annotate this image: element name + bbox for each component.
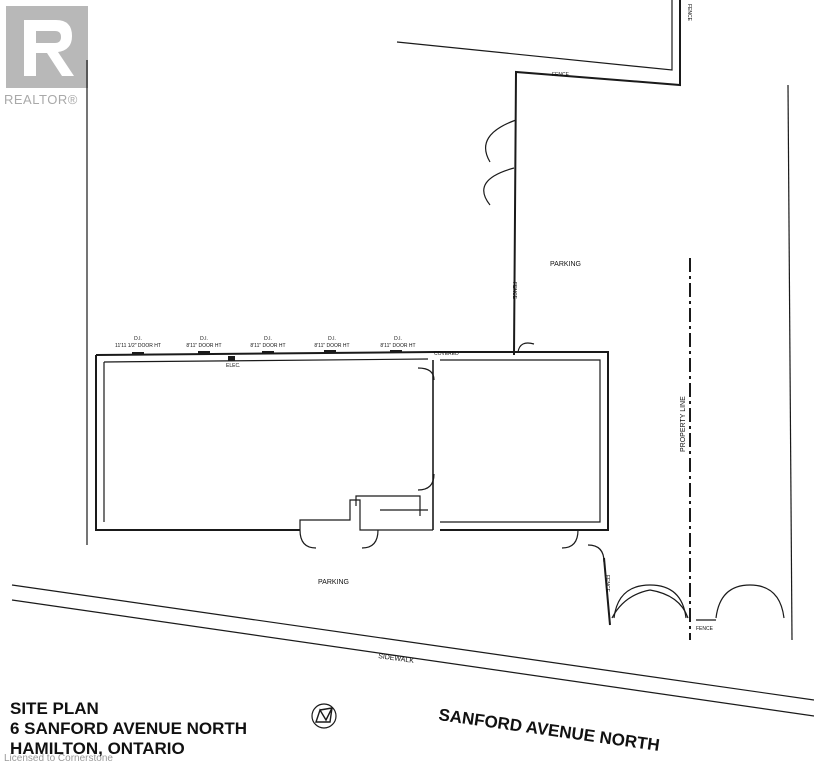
gate-arc xyxy=(611,589,651,619)
door-5-code: D.I. xyxy=(394,336,402,342)
linework xyxy=(11,0,814,729)
building-east-section xyxy=(435,351,609,531)
door-1-height: 11'11 1/2" DOOR HT xyxy=(115,343,161,349)
front-vestibule xyxy=(355,495,421,516)
sidewalk-label: SIDEWALK xyxy=(378,653,415,665)
realtor-brand-text: REALTOR® xyxy=(4,92,78,107)
parking-front-label: PARKING xyxy=(318,579,349,586)
door-swing xyxy=(561,529,579,549)
realtor-r-icon xyxy=(6,6,88,88)
door-swing xyxy=(299,529,317,549)
covered-label: COVERED xyxy=(434,351,459,357)
title-line-3: HAMILTON, ONTARIO xyxy=(10,739,185,758)
street-name: SANFORD AVENUE NORTH xyxy=(437,705,660,755)
door-5-height: 8'11" DOOR HT xyxy=(380,343,415,349)
parking-rear-label: PARKING xyxy=(550,261,581,268)
title-line-1: SITE PLAN xyxy=(10,699,99,718)
fence-label-bottom: FENCE xyxy=(696,626,714,632)
gate-arc xyxy=(715,584,785,619)
inner-wall xyxy=(103,358,429,363)
title-line-2: 6 SANFORD AVENUE NORTH xyxy=(10,719,247,738)
license-watermark: Licensed to Cornerstone xyxy=(4,753,113,764)
door-swing xyxy=(417,367,435,381)
property-line-label: PROPERTY LINE xyxy=(680,396,687,452)
gate-arc xyxy=(485,119,517,163)
door-swing xyxy=(587,544,605,563)
door-labels: D.I. 11'11 1/2" DOOR HT D.I. 8'11" DOOR … xyxy=(115,336,416,349)
door-swing xyxy=(517,342,535,353)
east-boundary xyxy=(787,84,793,641)
door-1-code: D.I. xyxy=(134,336,142,342)
door-swing xyxy=(361,529,379,549)
door-4-height: 8'11" DOOR HT xyxy=(314,343,349,349)
door-ticks xyxy=(132,350,402,361)
door-swing xyxy=(417,473,435,491)
sidewalk-edge xyxy=(11,584,814,701)
gate-arc xyxy=(649,589,689,619)
fence-label: FENCE xyxy=(552,72,570,78)
fence xyxy=(603,557,611,626)
door-2-code: D.I. xyxy=(200,336,208,342)
fence-label-top: FENCE xyxy=(686,4,692,22)
door-3-code: D.I. xyxy=(264,336,272,342)
north-arrow-circle xyxy=(311,703,337,729)
north-arrow-icon xyxy=(315,707,333,723)
curb-edge xyxy=(11,599,814,717)
gate-arc xyxy=(483,167,515,206)
door-2-height: 8'11" DOOR HT xyxy=(186,343,221,349)
north-property-line xyxy=(396,0,673,71)
door-4-code: D.I. xyxy=(328,336,336,342)
fence-label-side: FENCE xyxy=(511,282,517,300)
building-outline xyxy=(95,355,300,531)
elec-label: ELEC. xyxy=(226,363,240,369)
inner-wall xyxy=(440,359,601,523)
realtor-logo xyxy=(6,6,88,88)
north-fence xyxy=(513,0,681,356)
front-vestibule xyxy=(299,499,380,531)
gate-arc xyxy=(613,584,687,619)
fence-label-drive: FENCE xyxy=(604,575,610,593)
door-3-height: 8'11" DOOR HT xyxy=(250,343,285,349)
